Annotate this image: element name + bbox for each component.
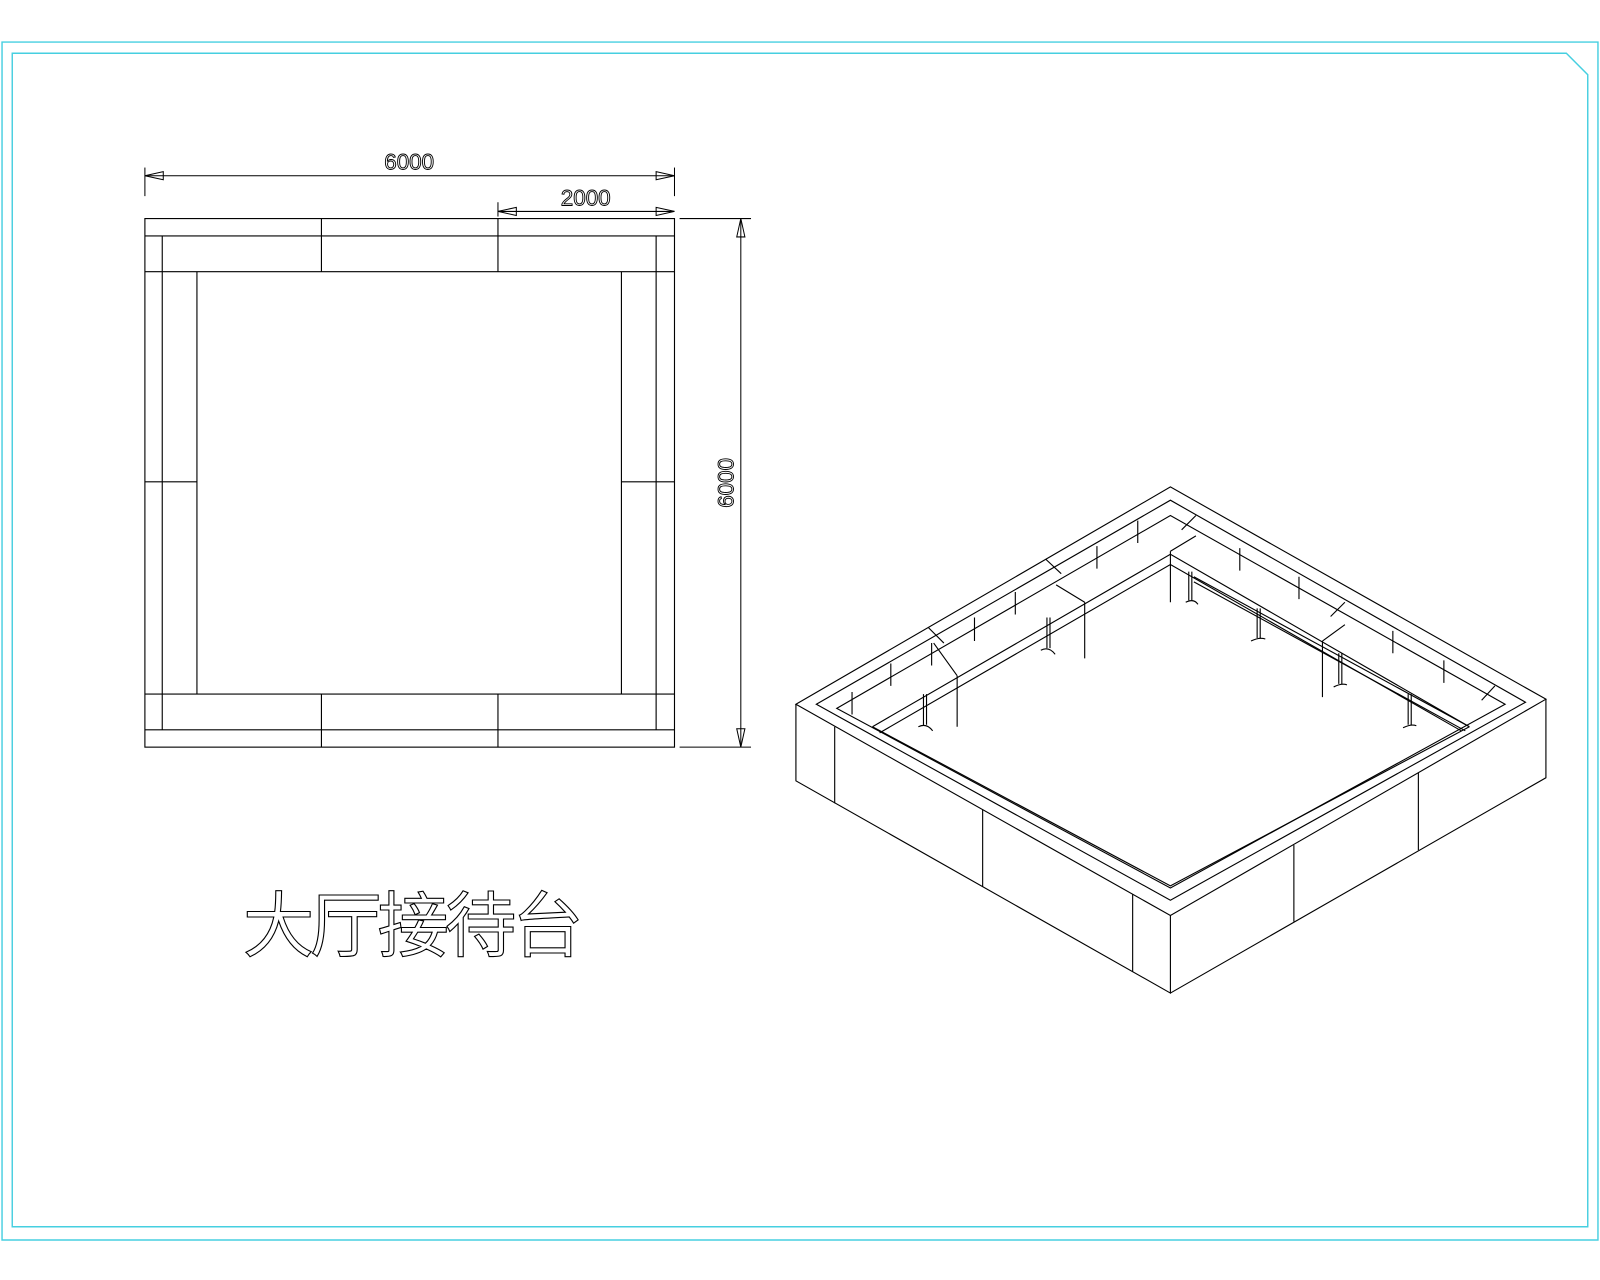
dimension-overall-depth: 6000 <box>679 218 752 748</box>
desk-legs <box>918 571 1470 732</box>
dimension-segment-width: 2000 <box>497 185 675 217</box>
dimension-label-segment: 2000 <box>561 185 611 210</box>
drawing-title: 大厅接待台 <box>243 885 580 968</box>
dimension-overall-width: 6000 <box>144 149 675 197</box>
dimension-label-depth: 6000 <box>714 458 739 508</box>
isometric-view <box>794 486 1548 995</box>
plan-view <box>144 218 676 748</box>
drawing-frame <box>1 41 1599 1241</box>
dimension-label-width: 6000 <box>384 150 434 175</box>
